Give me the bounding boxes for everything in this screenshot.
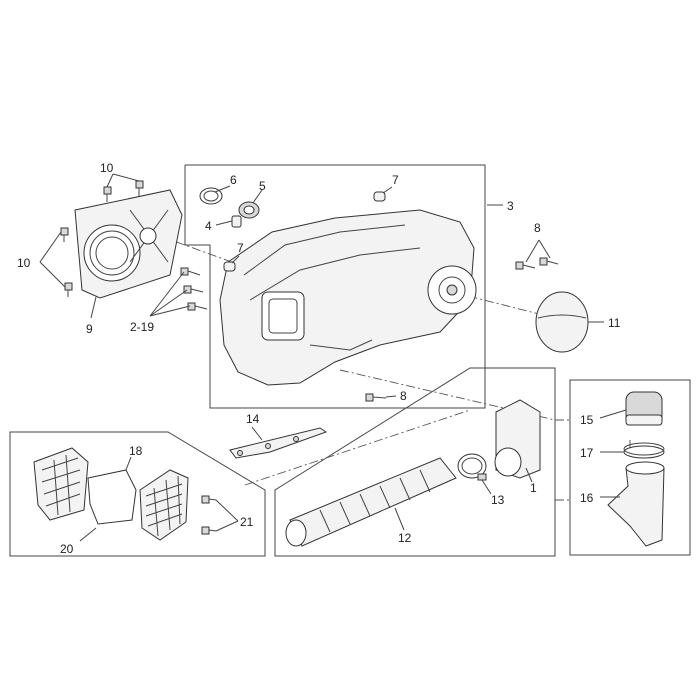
bolt-8-bottom xyxy=(365,393,387,402)
callout-7-left: 7 xyxy=(237,241,244,255)
callout-18: 18 xyxy=(129,444,143,458)
callout-3: 3 xyxy=(507,199,514,213)
leader-line xyxy=(382,186,393,194)
leader-line xyxy=(149,271,185,317)
callout-13: 13 xyxy=(491,493,505,507)
leader-line xyxy=(39,261,66,288)
hose-clamp-13 xyxy=(457,453,487,481)
transmission-cover xyxy=(219,209,477,386)
duct-elbow-1 xyxy=(494,399,541,479)
leader-line xyxy=(215,499,239,522)
gasket-strip-14 xyxy=(229,427,328,459)
filter-element-18 xyxy=(87,469,137,525)
circlip-6 xyxy=(199,187,223,205)
callout-2-19: 2-19 xyxy=(130,320,154,334)
callout-15: 15 xyxy=(580,413,594,427)
leader-line xyxy=(149,305,191,317)
round-cap-11 xyxy=(535,291,589,353)
leader-line xyxy=(251,426,263,441)
corrugated-hose-12 xyxy=(285,457,457,547)
callout-16: 16 xyxy=(580,491,594,505)
screw-set-10-left xyxy=(60,227,73,297)
callout-1: 1 xyxy=(530,481,537,495)
dowel-pin-7-right xyxy=(373,191,386,202)
leader-line xyxy=(215,220,233,226)
bearing-5 xyxy=(238,201,260,219)
bushing-4 xyxy=(231,215,242,228)
callout-6: 6 xyxy=(230,173,237,187)
leader-line xyxy=(525,467,533,483)
leader-line xyxy=(599,409,627,419)
leader-line xyxy=(79,527,97,542)
alignment-line xyxy=(244,409,471,486)
callout-14: 14 xyxy=(246,412,260,426)
callout-7-right: 7 xyxy=(392,173,399,187)
callout-10-left: 10 xyxy=(17,256,31,270)
leader-line xyxy=(252,189,263,204)
duct-group-frame xyxy=(274,367,556,557)
leader-line xyxy=(538,239,551,259)
leader-line xyxy=(106,173,114,188)
leader-line xyxy=(125,456,132,471)
leader-line xyxy=(112,173,140,182)
leader-line xyxy=(481,479,492,495)
inner-cover-plate xyxy=(74,189,183,299)
callout-21: 21 xyxy=(240,515,254,529)
callout-12: 12 xyxy=(398,531,412,545)
bolt-set-8-right xyxy=(515,257,559,270)
screw-set-21 xyxy=(201,495,217,535)
leader-line xyxy=(90,296,97,319)
leader-line xyxy=(39,231,62,263)
callout-5: 5 xyxy=(259,179,266,193)
filter-group-frame xyxy=(9,431,266,557)
leader-line xyxy=(149,289,188,317)
callout-20: 20 xyxy=(60,542,74,556)
callout-8-bottom: 8 xyxy=(400,389,407,403)
bolt-set-2-19 xyxy=(180,267,208,311)
callout-10-top: 10 xyxy=(100,161,114,175)
leader-line xyxy=(231,255,240,264)
filter-cover-mesh xyxy=(139,469,189,541)
intake-cap-15 xyxy=(625,391,663,426)
leader-line xyxy=(394,507,405,531)
callout-17: 17 xyxy=(580,446,594,460)
intake-group-frame xyxy=(569,379,691,556)
leader-line xyxy=(385,395,397,398)
callout-8-right: 8 xyxy=(534,221,541,235)
intake-tube-16 xyxy=(607,461,665,547)
callout-4: 4 xyxy=(205,219,212,233)
dowel-pin-7-left xyxy=(223,261,236,272)
leader-line xyxy=(215,520,239,532)
callout-9: 9 xyxy=(86,322,93,336)
callout-11: 11 xyxy=(608,316,621,330)
alignment-line xyxy=(159,235,241,266)
leader-line xyxy=(525,239,540,263)
main-cover-group-frame xyxy=(184,164,486,409)
filter-housing-20 xyxy=(33,447,89,521)
leader-line xyxy=(214,185,231,193)
